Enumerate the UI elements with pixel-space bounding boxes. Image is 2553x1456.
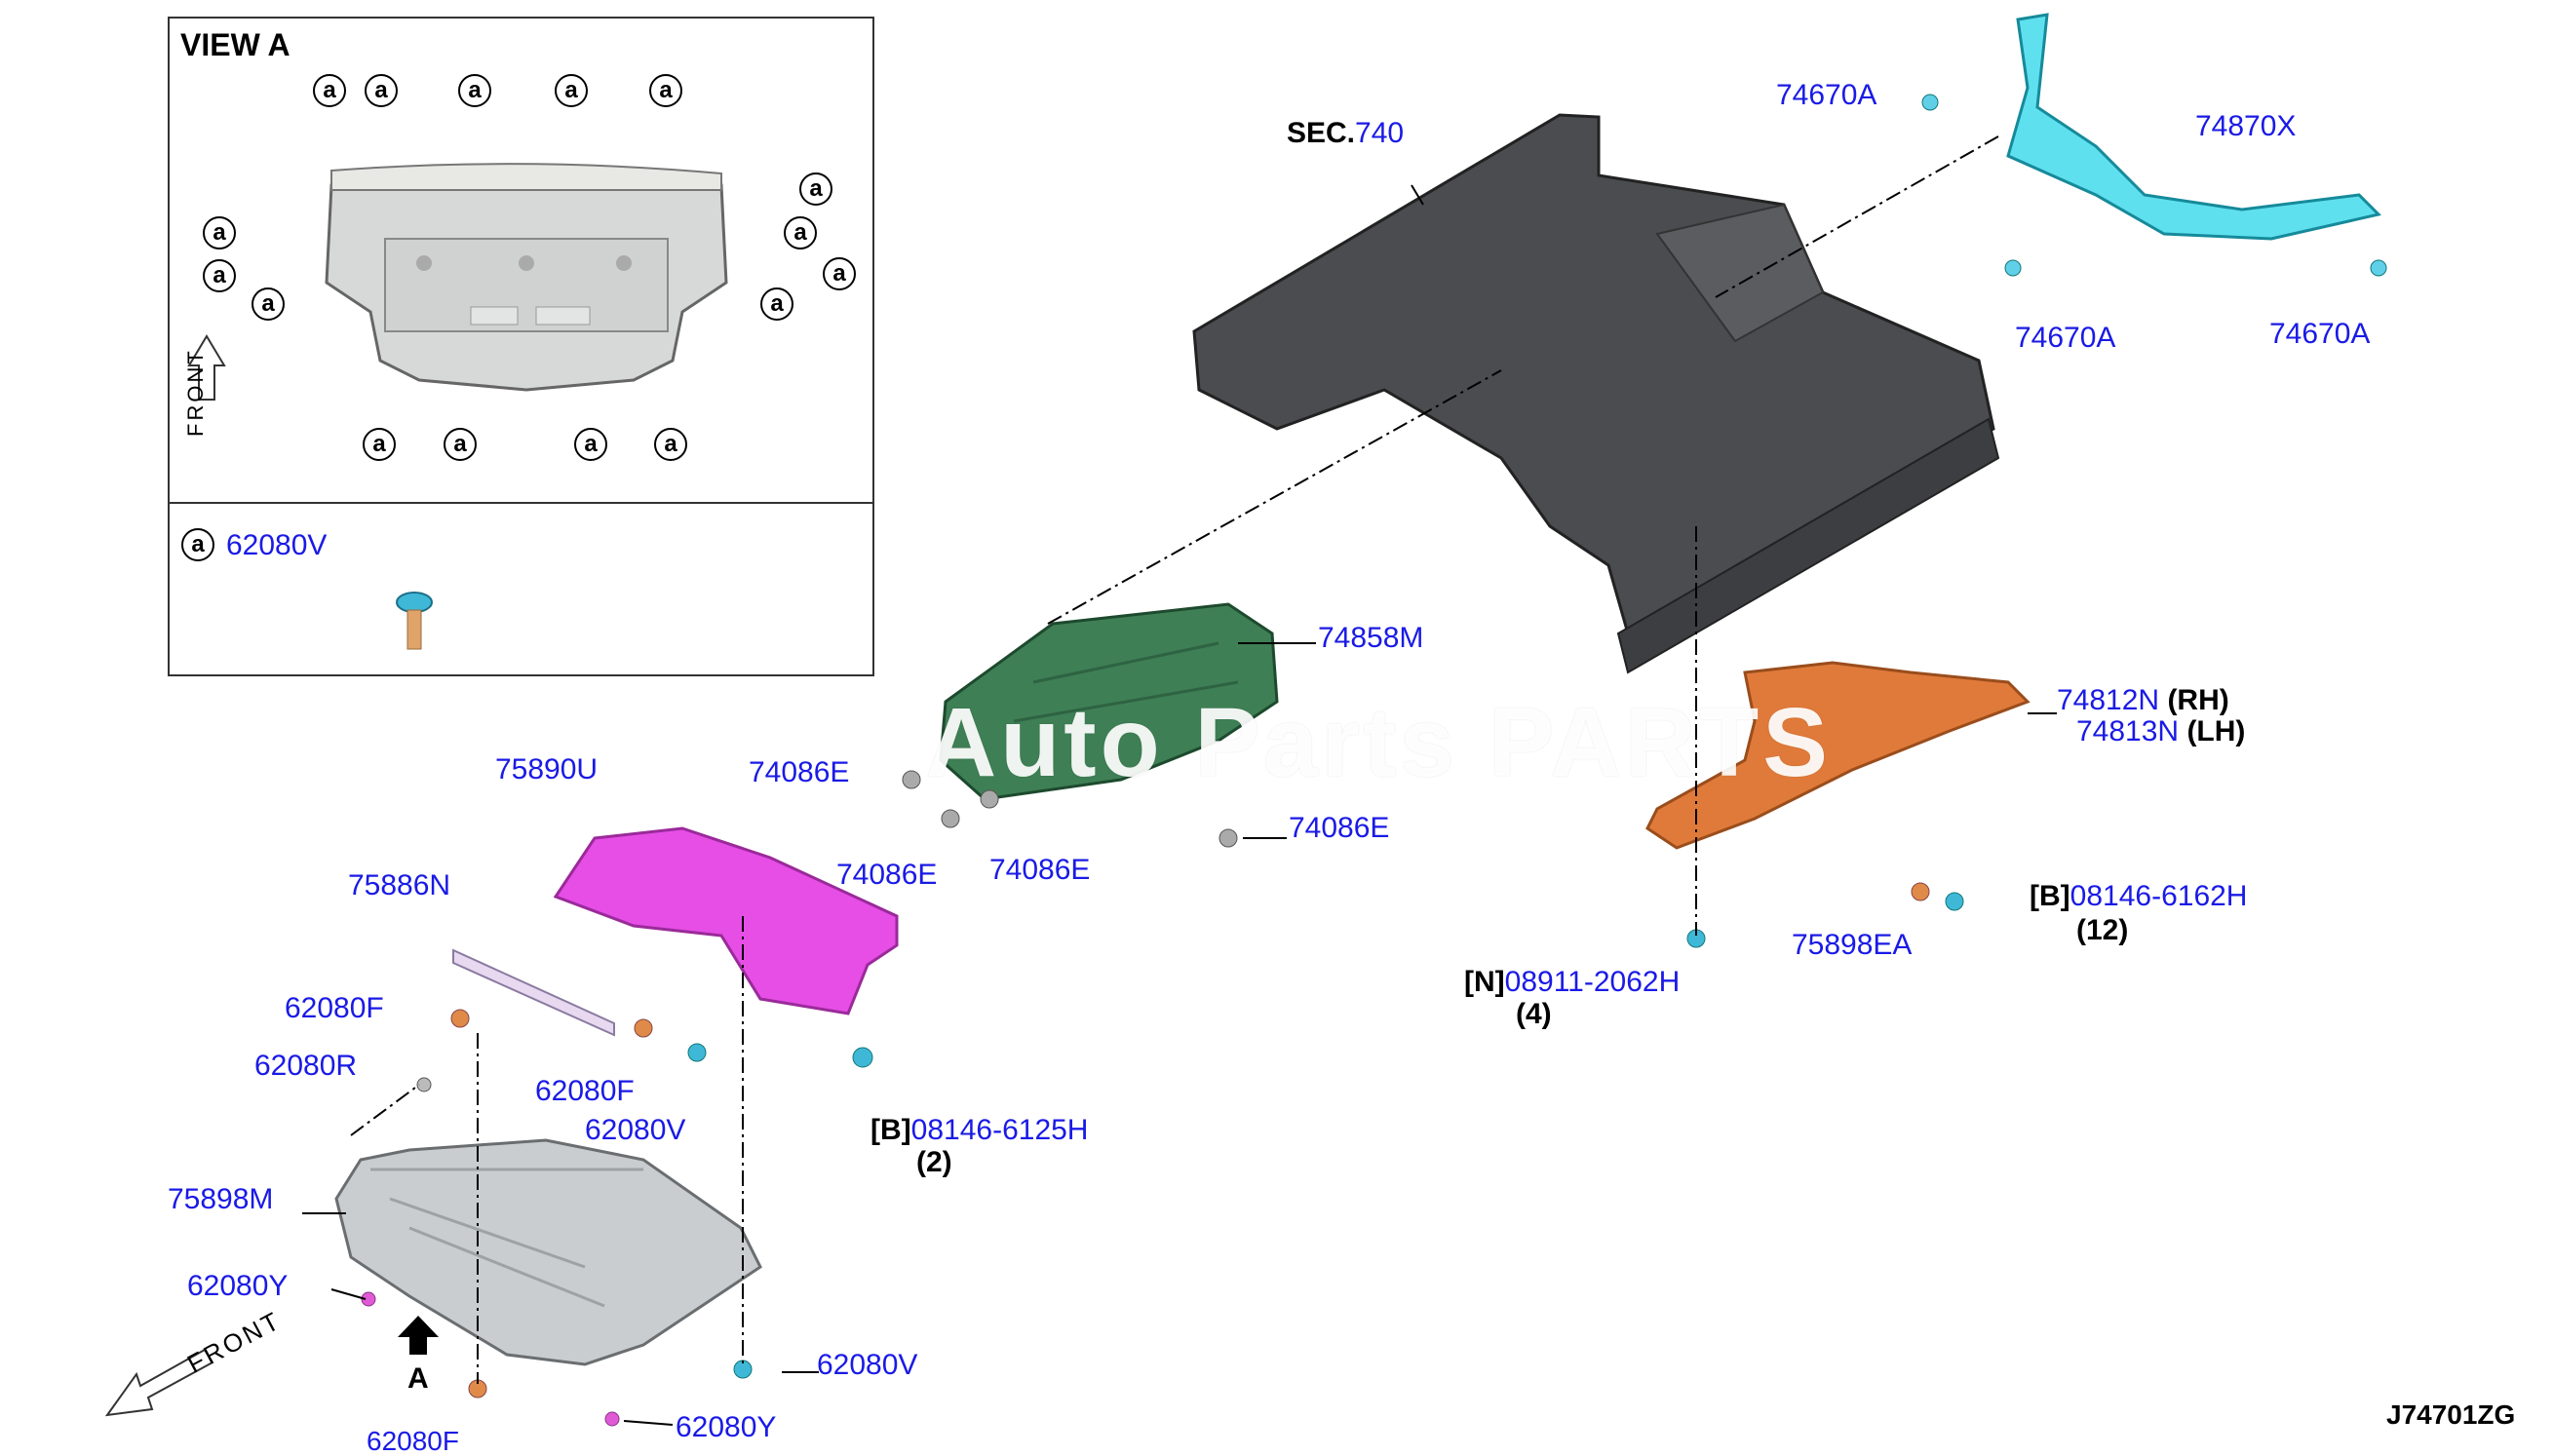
- callout-a: a: [574, 428, 607, 461]
- label-74670a-right[interactable]: 74670A: [2269, 318, 2371, 350]
- legend-part-62080v[interactable]: 62080V: [226, 529, 328, 561]
- label-74812n[interactable]: 74812N (RH): [2057, 686, 2229, 715]
- label-62080r[interactable]: 62080R: [254, 1050, 358, 1082]
- callout-a-legend: a: [181, 528, 214, 561]
- qty-4: (4): [1516, 998, 1552, 1030]
- bracket-b-2: [B]: [870, 1114, 911, 1146]
- view-a-undercover: [325, 163, 728, 392]
- callout-a: a: [823, 257, 856, 290]
- orange-undercover: [1645, 661, 2031, 850]
- label-62080v-a[interactable]: 62080V: [585, 1114, 686, 1146]
- label-08146-6125h[interactable]: [B]08146-6125H: [870, 1116, 1088, 1145]
- callout-a: a: [203, 216, 236, 249]
- label-62080v-b[interactable]: 62080V: [817, 1349, 918, 1381]
- callout-a: a: [654, 428, 687, 461]
- label-62080y-b[interactable]: 62080Y: [676, 1411, 777, 1443]
- diagram-code: J74701ZG: [2386, 1399, 2516, 1430]
- label-74813n[interactable]: 74813N (LH): [2076, 717, 2245, 747]
- lh-note: (LH): [2186, 715, 2246, 747]
- leader-lines: [350, 135, 1999, 1384]
- rh-note: (RH): [2167, 684, 2229, 716]
- label-75898m[interactable]: 75898M: [168, 1183, 274, 1215]
- view-a-legend-bolt: [396, 592, 433, 650]
- callout-a: a: [784, 216, 817, 249]
- label-75890u[interactable]: 75890U: [495, 753, 599, 785]
- grey-undercover: [334, 1138, 762, 1366]
- label-74870x[interactable]: 74870X: [2195, 110, 2297, 142]
- label-74670a-top[interactable]: 74670A: [1776, 79, 1877, 111]
- label-08911-2062h[interactable]: [N]08911-2062H: [1464, 968, 1680, 997]
- view-a-title: VIEW A: [180, 27, 290, 62]
- callout-a: a: [799, 172, 832, 206]
- label-62080f-b[interactable]: 62080F: [535, 1075, 635, 1107]
- label-74086e-d[interactable]: 74086E: [989, 854, 1091, 886]
- arrow-a-label: A: [407, 1362, 429, 1395]
- magenta-undercover: [553, 826, 899, 1015]
- view-a-front-arrow: [187, 334, 226, 401]
- part-74813n: 74813N: [2076, 715, 2180, 747]
- label-08146-6162h[interactable]: [B]08146-6162H: [2030, 882, 2247, 911]
- green-insulator: [939, 602, 1279, 801]
- qty-2: (2): [916, 1146, 952, 1178]
- label-74086e-a[interactable]: 74086E: [749, 756, 850, 788]
- label-75886n[interactable]: 75886N: [348, 869, 451, 901]
- qty-12: (12): [2076, 914, 2129, 946]
- callout-a: a: [203, 259, 236, 292]
- cyan-crossmember: [2006, 13, 2381, 241]
- label-62080f-c[interactable]: 62080F: [367, 1426, 459, 1456]
- floor-pan: [1192, 113, 2000, 674]
- callout-a: a: [363, 428, 396, 461]
- callout-a: a: [444, 428, 477, 461]
- brace-75886n: [452, 948, 615, 1037]
- section-ref[interactable]: SEC.740: [1287, 119, 1404, 148]
- solid-leaders: [302, 184, 2057, 1426]
- section-prefix: SEC.: [1287, 117, 1356, 149]
- label-74858m[interactable]: 74858M: [1318, 622, 1424, 654]
- callout-a: a: [458, 74, 491, 107]
- callout-a: a: [555, 74, 588, 107]
- label-62080f-a[interactable]: 62080F: [285, 992, 384, 1024]
- label-74086e-c[interactable]: 74086E: [836, 859, 938, 891]
- view-a-front-label: FRONT: [183, 348, 208, 437]
- watermark: Auto Parts PARTS: [926, 688, 1832, 797]
- bracket-n: [N]: [1464, 966, 1505, 998]
- callout-a: a: [760, 287, 793, 321]
- bracket-b: [B]: [2030, 880, 2070, 912]
- part-74812n: 74812N: [2057, 684, 2160, 716]
- callout-a: a: [365, 74, 398, 107]
- view-a-arrow: [398, 1316, 439, 1355]
- part-08146-6162h: 08146-6162H: [2069, 880, 2248, 912]
- label-74670a-mid[interactable]: 74670A: [2015, 322, 2116, 354]
- callout-a: a: [251, 287, 285, 321]
- label-74086e-b[interactable]: 74086E: [1289, 812, 1390, 844]
- label-75898ea[interactable]: 75898EA: [1792, 929, 1913, 961]
- part-08146-6125h: 08146-6125H: [910, 1114, 1089, 1146]
- section-number: 740: [1355, 117, 1405, 149]
- label-62080y-a[interactable]: 62080Y: [187, 1270, 289, 1302]
- callout-a: a: [313, 74, 346, 107]
- fastener-bolts: [361, 94, 2387, 1427]
- front-arrow-outline: [104, 1348, 214, 1417]
- part-08911-2062h: 08911-2062H: [1504, 966, 1681, 998]
- callout-a: a: [649, 74, 682, 107]
